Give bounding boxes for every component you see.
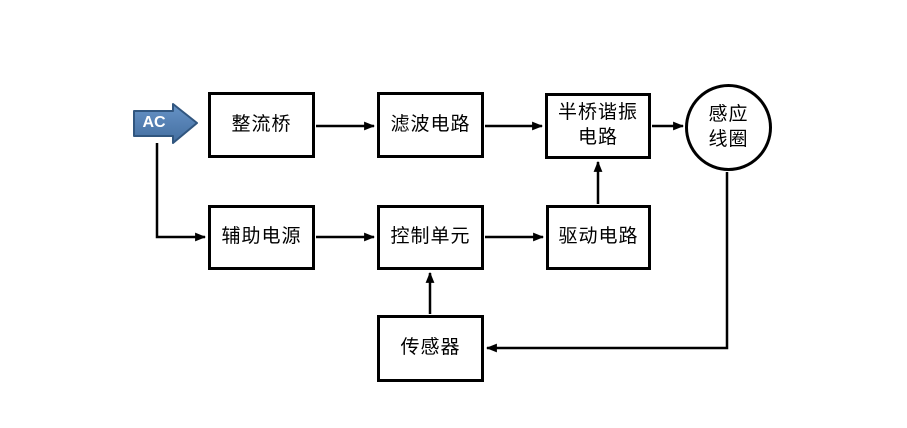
node-half-bridge-resonant-circuit: 半桥谐振 电路 [545, 93, 651, 159]
node-drive-circuit: 驱动电路 [546, 205, 651, 270]
node-sensor-label: 传感器 [400, 337, 461, 359]
node-control-unit-label: 控制单元 [390, 226, 471, 248]
node-rectifier-label: 整流桥 [231, 113, 292, 135]
ac-input-arrow-icon [133, 103, 198, 144]
node-sensor: 传感器 [377, 315, 484, 382]
ac-input-label: AC [142, 114, 166, 131]
node-induction-coil-label-line1: 感应 [708, 103, 749, 125]
node-auxiliary-power-label: 辅助电源 [221, 226, 302, 248]
node-filter-circuit: 滤波电路 [377, 92, 484, 158]
node-filter-circuit-label: 滤波电路 [390, 113, 471, 135]
node-half-bridge-label-line2: 电路 [577, 127, 618, 148]
node-half-bridge-label-line1: 半桥谐振 [557, 102, 638, 124]
node-control-unit: 控制单元 [377, 205, 484, 270]
edge-ac-aux-power [155, 143, 207, 242]
node-auxiliary-power: 辅助电源 [208, 205, 315, 270]
node-rectifier: 整流桥 [208, 92, 315, 158]
node-induction-coil: 感应 线圈 [685, 84, 772, 171]
edge-coil-sensor [485, 172, 729, 353]
node-induction-coil-label-line2: 线圈 [708, 128, 749, 150]
node-drive-circuit-label: 驱动电路 [558, 226, 639, 248]
